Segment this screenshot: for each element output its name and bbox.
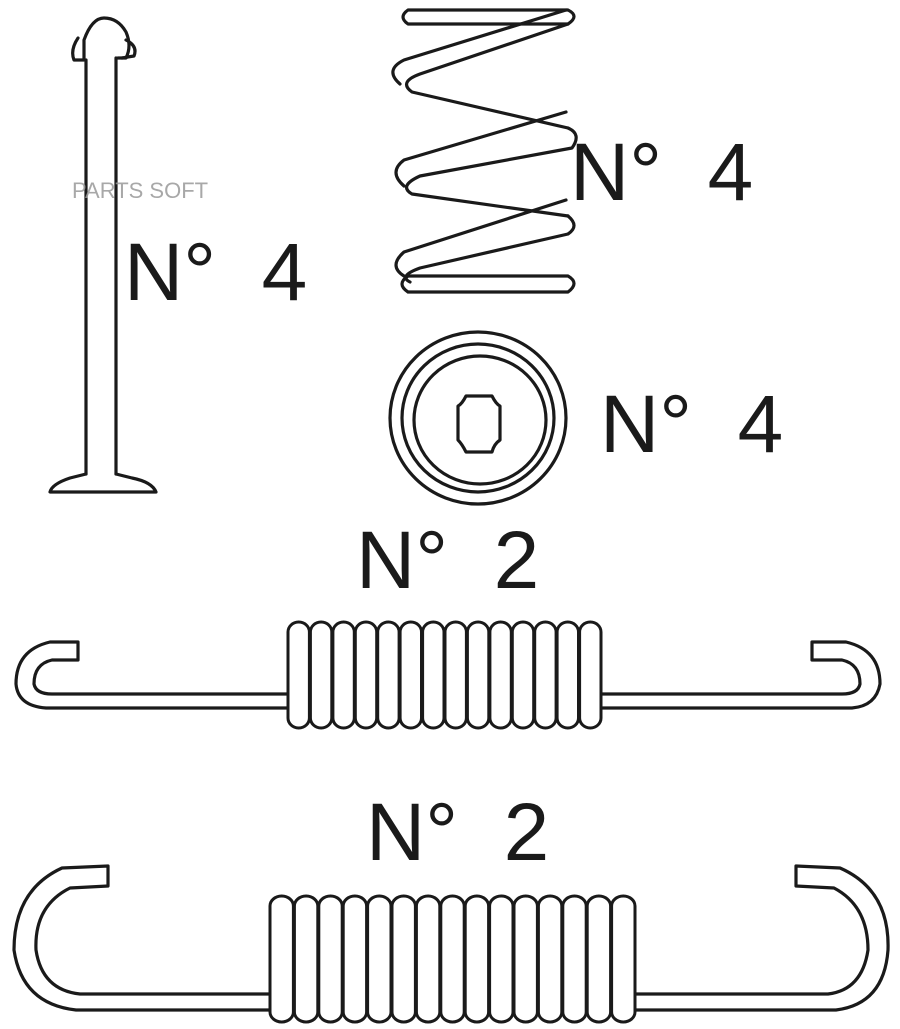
hold-down-spring-label: N° 4: [570, 127, 753, 218]
long-spring-coil: [488, 894, 515, 1024]
long-spring-coil: [439, 894, 466, 1024]
long-spring-coil: [536, 894, 564, 1024]
short-spring-coil: [421, 620, 446, 730]
long-spring-coil: [561, 894, 588, 1024]
short-spring-coil: [465, 620, 491, 730]
short-spring-coil: [443, 620, 468, 730]
long-spring-coil: [463, 894, 491, 1024]
hold-down-pin-drawing: [48, 16, 158, 494]
short-spring-coil: [286, 620, 311, 730]
short-return-spring-drawing: [14, 620, 882, 730]
hold-down-pin-label: N° 4: [124, 227, 307, 318]
long-spring-coil: [317, 894, 344, 1024]
long-spring-coil: [414, 894, 442, 1024]
hold-down-spring-drawing: [391, 8, 578, 294]
long-spring-coil: [292, 894, 320, 1024]
long-spring-coil: [585, 894, 613, 1024]
retainer-cup-drawing: [388, 330, 568, 506]
retainer-cup-label: N° 4: [600, 379, 783, 470]
long-spring-coil: [341, 894, 369, 1024]
long-spring-coil: [610, 894, 637, 1024]
short-spring-coil: [533, 620, 558, 730]
watermark: PARTS SOFT: [72, 178, 208, 203]
short-return-spring-label: N° 2: [356, 515, 539, 606]
short-spring-coil: [578, 620, 603, 730]
short-spring-coil: [398, 620, 424, 730]
short-spring-coil: [555, 620, 580, 730]
short-spring-coil: [376, 620, 401, 730]
long-return-spring-label: N° 2: [366, 787, 549, 878]
short-spring-coil: [353, 620, 379, 730]
long-return-spring-drawing: [12, 864, 890, 1024]
short-spring-coil: [331, 620, 356, 730]
short-spring-coil: [510, 620, 536, 730]
long-spring-coil: [268, 894, 295, 1024]
short-spring-coil: [488, 620, 513, 730]
short-spring-coil: [308, 620, 334, 730]
long-spring-coil: [366, 894, 393, 1024]
long-spring-coil: [390, 894, 417, 1024]
long-spring-coil: [512, 894, 539, 1024]
